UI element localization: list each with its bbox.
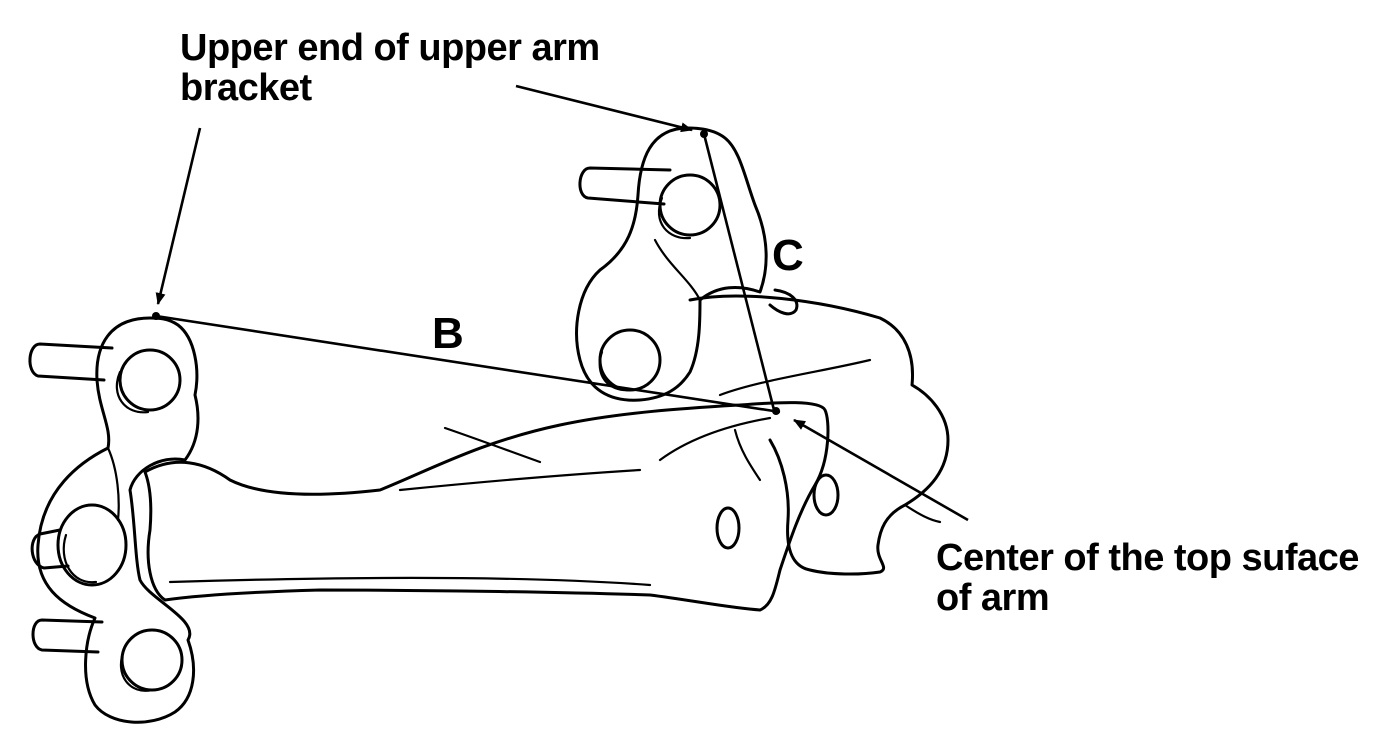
upper-end-label: Upper end of upper arm bracket <box>180 28 600 108</box>
right-bracket <box>575 126 799 402</box>
arm-housing <box>688 294 950 576</box>
center-top-surface-arrow <box>793 418 969 522</box>
measurement-lines <box>152 130 781 415</box>
center-top-surface-point <box>772 407 780 415</box>
center-label-line2: of arm <box>936 577 1050 619</box>
upper-end-point-left <box>152 312 160 320</box>
center-label-line1: Center of the top suface <box>936 537 1359 579</box>
dimension-b-label: B <box>432 309 464 358</box>
upper-end-point-right <box>700 130 708 138</box>
leader-arrows <box>155 84 969 522</box>
upper-end-label-line2: bracket <box>180 67 312 109</box>
dimension-c-line <box>702 133 776 411</box>
upper-end-right-arrow <box>515 84 693 133</box>
left-bracket <box>28 316 200 724</box>
upper-arm <box>143 401 830 612</box>
dimension-c-label: C <box>772 231 804 280</box>
dimension-b-line <box>155 314 781 414</box>
upper-end-label-line1: Upper end of upper arm <box>180 27 600 69</box>
center-top-surface-label: Center of the top suface of arm <box>936 538 1359 618</box>
upper-end-left-arrow <box>155 127 202 305</box>
